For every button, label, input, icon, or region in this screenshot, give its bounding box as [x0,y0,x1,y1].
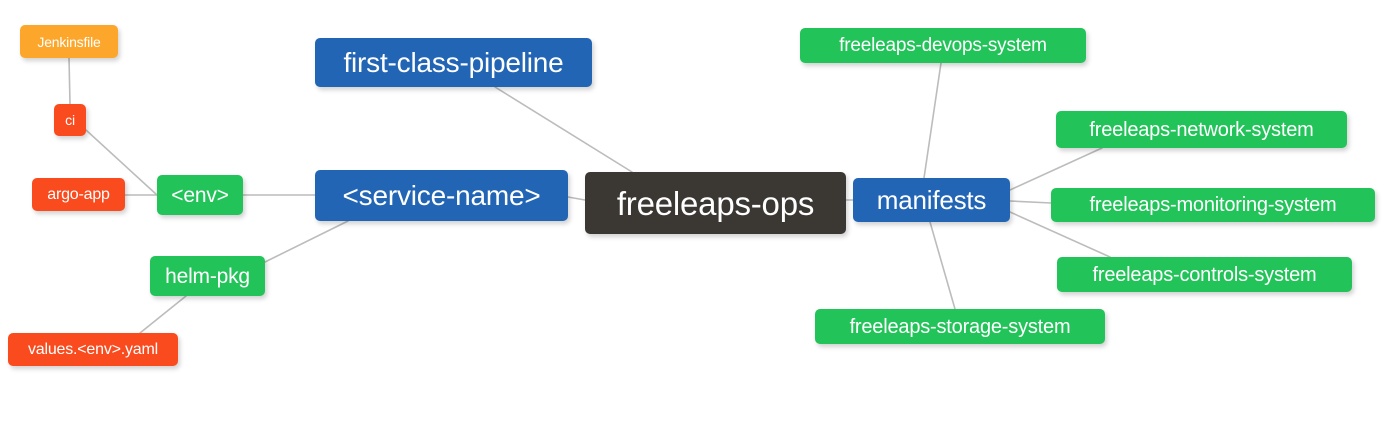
node-label-argo-app: argo-app [47,185,110,203]
edge-manifests-to-freeleaps-network-system [1009,147,1103,191]
node-helm-pkg[interactable]: helm-pkg [150,256,265,296]
node-manifests[interactable]: manifests [853,178,1010,222]
node-label-helm-pkg: helm-pkg [165,264,250,288]
edge-manifests-to-freeleaps-storage-system [929,221,956,310]
node-ci[interactable]: ci [54,104,86,136]
node-freeleaps-storage-system[interactable]: freeleaps-storage-system [815,309,1105,344]
node-values-env-yaml[interactable]: values.<env>.yaml [8,333,178,366]
node-label-freeleaps-monitoring-system: freeleaps-monitoring-system [1089,194,1337,216]
node-label-service-name: <service-name> [342,179,541,211]
node-jenkinsfile[interactable]: Jenkinsfile [20,25,118,58]
node-first-class-pipeline[interactable]: first-class-pipeline [315,38,592,87]
edge-jenkinsfile-to-ci [68,57,71,105]
edge-first-class-pipeline-to-freeleaps-ops [494,86,633,173]
edge-service-name-to-helm-pkg [264,220,349,263]
node-freeleaps-ops[interactable]: freeleaps-ops [585,172,846,234]
node-label-freeleaps-controls-system: freeleaps-controls-system [1092,263,1317,286]
node-label-jenkinsfile: Jenkinsfile [37,33,101,50]
node-freeleaps-network-system[interactable]: freeleaps-network-system [1056,111,1347,148]
node-service-name[interactable]: <service-name> [315,170,568,221]
node-label-freeleaps-ops: freeleaps-ops [616,184,815,222]
node-label-manifests: manifests [876,185,987,215]
node-label-freeleaps-devops-system: freeleaps-devops-system [839,35,1047,56]
edge-helm-pkg-to-values-env-yaml [139,295,187,334]
node-freeleaps-controls-system[interactable]: freeleaps-controls-system [1057,257,1352,292]
node-freeleaps-devops-system[interactable]: freeleaps-devops-system [800,28,1086,63]
node-label-ci: ci [65,112,75,128]
edge-service-name-to-freeleaps-ops [567,196,586,201]
node-label-freeleaps-storage-system: freeleaps-storage-system [849,315,1071,338]
node-freeleaps-monitoring-system[interactable]: freeleaps-monitoring-system [1051,188,1375,222]
node-label-freeleaps-network-system: freeleaps-network-system [1089,118,1314,141]
node-env[interactable]: <env> [157,175,243,215]
node-label-first-class-pipeline: first-class-pipeline [343,46,564,78]
node-label-env: <env> [171,183,229,207]
node-label-values-env-yaml: values.<env>.yaml [27,340,158,358]
node-argo-app[interactable]: argo-app [32,178,125,211]
edge-manifests-to-freeleaps-devops-system [923,62,942,179]
edge-manifests-to-freeleaps-monitoring-system [1009,200,1052,204]
